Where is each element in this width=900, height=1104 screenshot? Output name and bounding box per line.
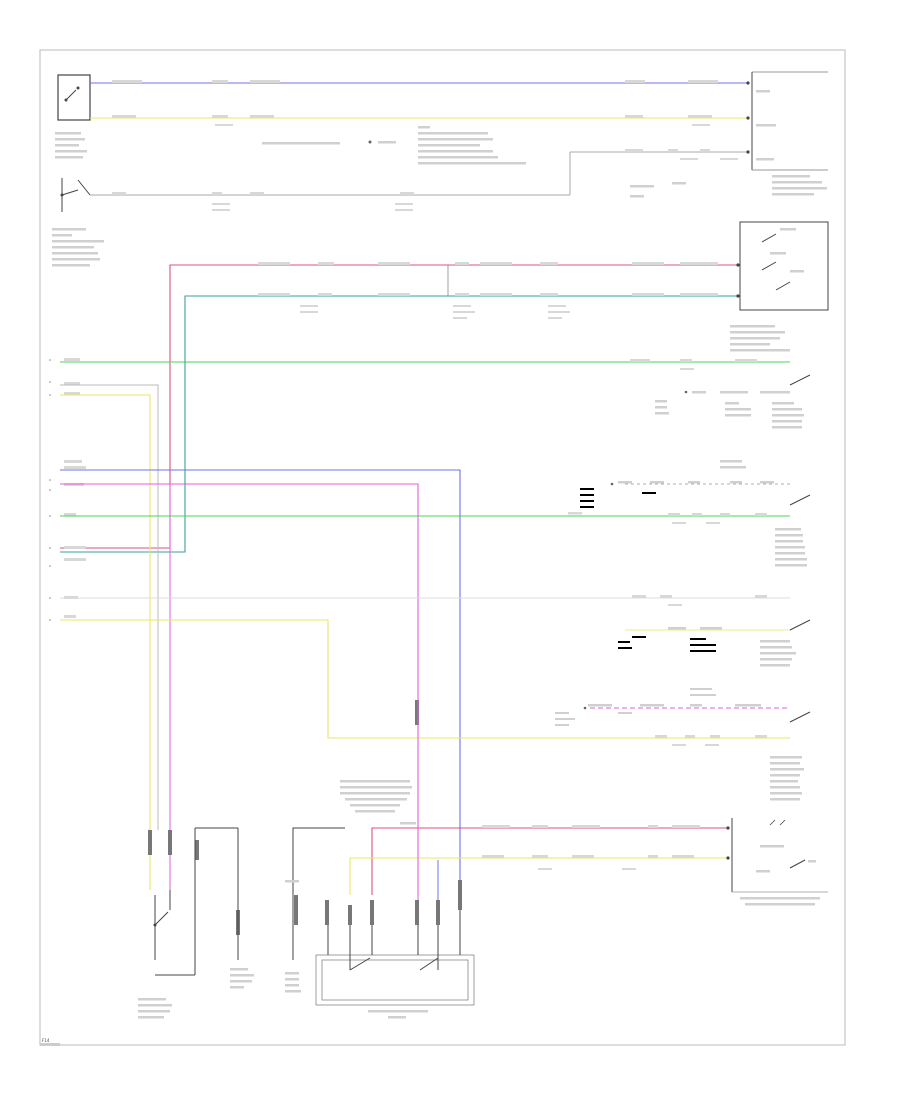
corner-label: F14 [42, 1038, 50, 1043]
lower-right-caption [770, 756, 804, 801]
component-top-right [630, 71, 828, 198]
light-wire-labels [632, 595, 767, 606]
relay-right [730, 221, 829, 352]
wire-red-bus [60, 264, 738, 549]
note-block-center [262, 126, 526, 165]
green-upper-labels [64, 358, 757, 370]
top-wire-labels [112, 80, 718, 126]
component-lower-mid-right [618, 619, 811, 667]
left-pin-labels [64, 382, 86, 618]
wire-teal-bus [60, 295, 738, 553]
yellow-mid-labels [655, 735, 767, 746]
switch-upper-right [789, 374, 811, 386]
wire-pink-long [60, 483, 419, 895]
fuel-tank-selector [315, 910, 475, 1019]
green-lower-labels [568, 512, 767, 524]
magenta-labels [555, 688, 761, 726]
component-bottom-right [726, 818, 828, 906]
gray-wire-labels [112, 149, 738, 211]
wire-yellow-bottom [349, 857, 728, 895]
corner-label-box [40, 1043, 60, 1046]
wire-yellow-left [60, 394, 151, 890]
caption-bottom-left [138, 968, 254, 1019]
switch-bottom-left [153, 827, 239, 976]
caption-left-lower [52, 228, 104, 267]
switch-lower-right [789, 711, 811, 723]
bus-wire-labels [258, 262, 718, 319]
caption-top-left [55, 132, 87, 159]
bottom-wire-labels [482, 825, 700, 870]
left-pin-numbers [49, 359, 51, 621]
wire-yellow-mid [60, 619, 790, 739]
component-upper-right-labels [655, 390, 804, 429]
wire-blue-long [60, 469, 461, 895]
switch-left-lower [60, 178, 91, 212]
diagram-frame [39, 49, 846, 1046]
wire-red-bottom [371, 827, 728, 895]
wire-gray-left [60, 384, 159, 830]
note-block-bottom [340, 780, 416, 825]
component-mid-right [580, 460, 811, 567]
component-top-left [57, 74, 91, 121]
component-bottom-mid [285, 827, 345, 993]
